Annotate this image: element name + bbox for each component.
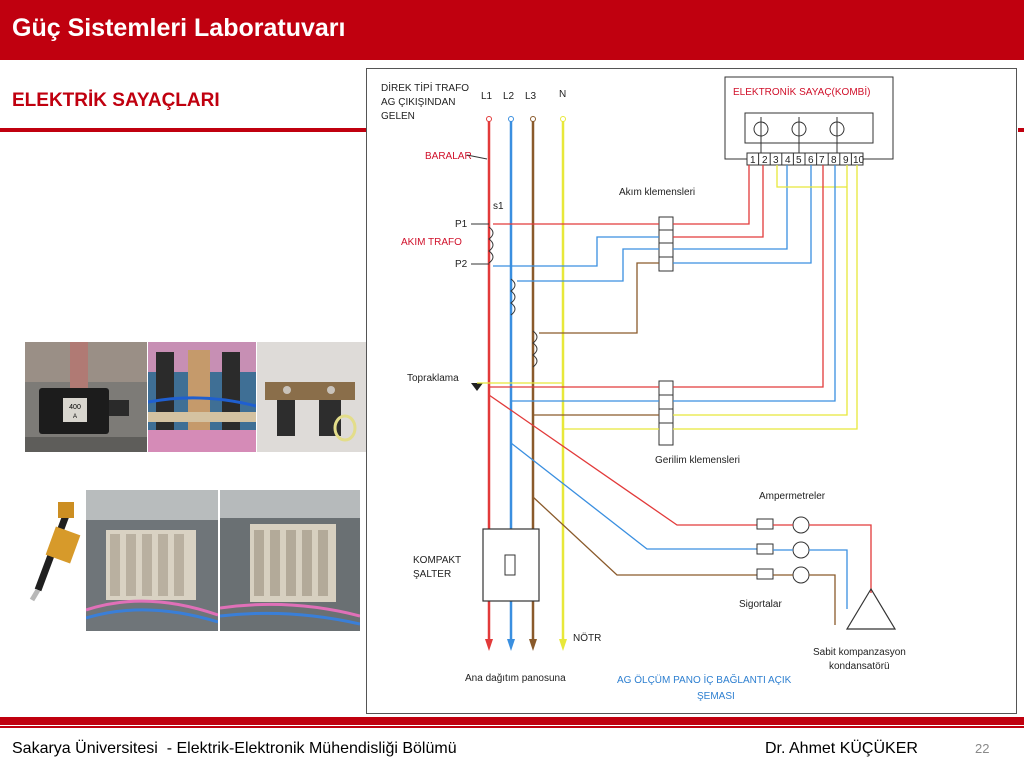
terminal-block-1-image (86, 490, 218, 631)
footer-institution: Sakarya Üniversitesi - Elektrik-Elektron… (12, 740, 457, 757)
diagram-caption-line-2: ŞEMASI (697, 691, 735, 702)
breaker-label-line-1: KOMPAKT (413, 555, 461, 566)
source-label-line-2: AG ÇIKIŞINDAN (381, 97, 455, 108)
cable-lug-image (28, 490, 88, 602)
source-label-line-1: DİREK TİPİ TRAFO (381, 81, 469, 94)
title-bar: Güç Sistemleri Laboratuvarı (0, 0, 1024, 60)
photo-terminal-block-1 (86, 490, 218, 631)
meter-terminal-7: 7 (819, 155, 825, 166)
s1-label: s1 (493, 201, 504, 212)
diagram-caption-line-1: AG ÖLÇÜM PANO İÇ BAĞLANTI AÇIK (617, 673, 792, 686)
ct-rating-unit: A (73, 414, 77, 420)
wiring-diagram-svg: DİREK TİPİ TRAFO AG ÇIKIŞINDAN GELEN L1 … (381, 76, 906, 702)
meter-terminal-1: 1 (750, 155, 756, 166)
photo-busbar-clamp (257, 342, 370, 452)
subtitle-divider (0, 128, 368, 132)
current-terminals-label: Akım klemensleri (619, 187, 695, 198)
meter-title: ELEKTRONİK SAYAÇ(KOMBİ) (733, 85, 870, 98)
ct-rating-value: 400 (69, 404, 81, 411)
meter-terminal-strip (746, 152, 864, 166)
meter-terminal-9: 9 (843, 155, 849, 166)
slide-subtitle: ELEKTRİK SAYAÇLARI (12, 90, 220, 111)
terminal-block-2-image (220, 490, 360, 631)
capacitor-label-line-1: Sabit kompanzasyon (813, 647, 906, 658)
footer-author: Dr. Ahmet KÜÇÜKER (765, 740, 918, 757)
busbar-clamp-image (257, 342, 370, 452)
ct-busbar-wiring-image (148, 342, 256, 452)
neutral-label: NÖTR (573, 632, 601, 644)
meter-terminal-3: 3 (773, 155, 779, 166)
ct-label: AKIM TRAFO (401, 237, 462, 248)
meter-terminal-8: 8 (831, 155, 837, 166)
ammeters-label: Ampermetreler (759, 491, 826, 502)
meter-terminal-5: 5 (796, 155, 802, 166)
current-terminal-block (658, 216, 674, 272)
phase-label-n: N (559, 89, 566, 100)
p2-label: P2 (455, 259, 468, 270)
electronic-meter (724, 76, 894, 160)
phase-label-l3: L3 (525, 91, 537, 102)
subtitle-divider-right (1018, 128, 1024, 132)
wiring-diagram: DİREK TİPİ TRAFO AG ÇIKIŞINDAN GELEN L1 … (366, 68, 1017, 714)
photo-current-transformer: 400 A (25, 342, 147, 452)
source-label-line-3: GELEN (381, 111, 415, 122)
meter-terminal-4: 4 (785, 155, 791, 166)
meter-terminal-6: 6 (808, 155, 814, 166)
phase-label-l2: L2 (503, 91, 515, 102)
slide-header-title: Güç Sistemleri Laboratuvarı (12, 14, 346, 42)
grounding-label: Topraklama (407, 373, 459, 384)
voltage-terminal-block (658, 380, 674, 446)
footer-divider-thin (0, 726, 1024, 728)
fuses-label: Sigortalar (739, 599, 782, 610)
photo-ct-busbar-wiring (148, 342, 256, 452)
breaker-label-line-2: ŞALTER (413, 569, 451, 580)
photo-cable-lug (28, 490, 88, 602)
main-panel-label: Ana dağıtım panosuna (465, 673, 566, 684)
capacitor-delta (845, 587, 897, 630)
slide-number: 22 (975, 741, 990, 756)
voltage-terminals-label: Gerilim klemensleri (655, 455, 740, 466)
phase-label-l1: L1 (481, 91, 493, 102)
footer-divider (0, 717, 1024, 725)
photo-terminal-block-2 (220, 490, 360, 631)
meter-terminal-2: 2 (762, 155, 768, 166)
p1-label: P1 (455, 219, 468, 230)
capacitor-label-line-2: kondansatörü (829, 661, 890, 672)
busbars-label: BARALAR (425, 151, 472, 162)
current-transformer-image: 400 A (25, 342, 147, 452)
meter-terminal-10: 10 (853, 155, 865, 166)
